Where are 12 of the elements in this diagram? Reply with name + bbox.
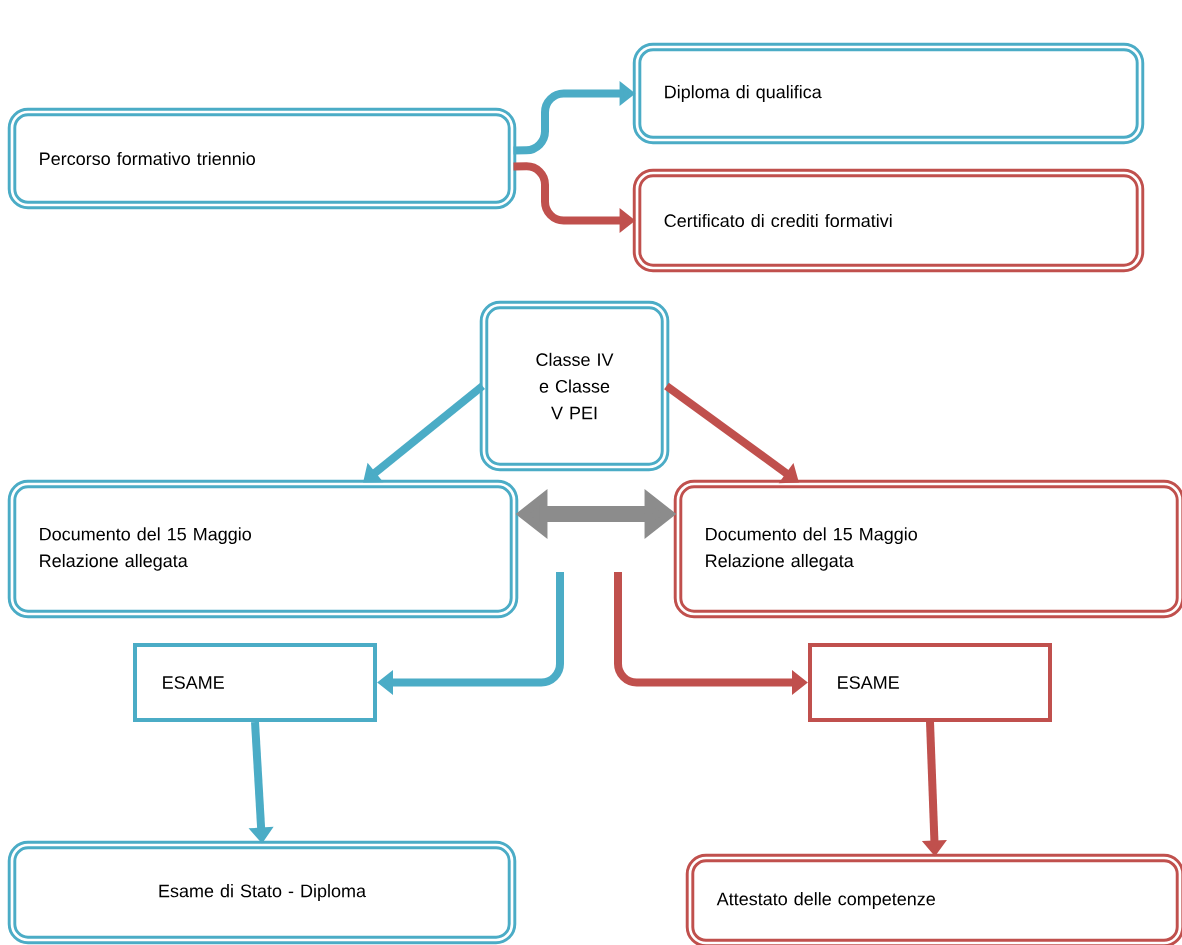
process-box: ESAME xyxy=(133,643,377,722)
process-box: Diploma di qualifica xyxy=(632,42,1145,145)
process-box: Percorso formativo triennio xyxy=(7,107,517,210)
process-box: Documento del 15 Maggio Relazione allegata xyxy=(673,479,1182,619)
process-box: Certificato di crediti formativi xyxy=(632,168,1145,273)
process-box: ESAME xyxy=(808,643,1052,722)
arrow xyxy=(363,382,485,483)
process-box: Documento del 15 Maggio Relazione allegata xyxy=(7,479,519,619)
arrow xyxy=(664,382,799,484)
process-box: Esame di Stato - Diploma xyxy=(7,840,517,945)
process-box: Attestato delle competenze xyxy=(685,853,1182,945)
process-box: Classe IV e Classe V PEI xyxy=(479,300,670,472)
